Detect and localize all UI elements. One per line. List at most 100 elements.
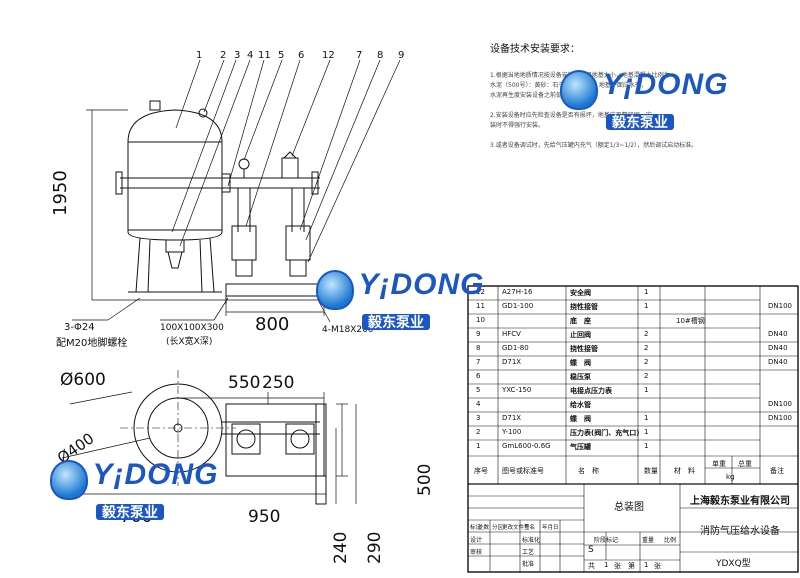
table-cell-qty: 2 (644, 344, 649, 352)
table-row: 2 Y-100 压力表(阀门、充气口) 1 (468, 428, 798, 440)
part-number: 7 (356, 50, 362, 61)
requirement-line: 装时不得强行安装。 (490, 122, 545, 129)
table-cell-no: 1 (476, 442, 481, 450)
table-cell-name: 给水管 (570, 401, 591, 409)
logo-cn: 毅东泵业 (606, 113, 674, 130)
label-check: 审核 (470, 549, 483, 556)
logo-brand: Y¡DONG (602, 68, 729, 101)
part-number: 3 (234, 50, 240, 61)
table-cell-name: 挠性接管 (570, 345, 598, 353)
table-cell-no: 3 (476, 414, 481, 422)
base-frame (225, 283, 325, 297)
logo-icon (560, 69, 598, 110)
plan-view (60, 370, 357, 505)
table-cell-qty: 1 (644, 386, 649, 394)
height-dimension: 1950 (50, 170, 71, 216)
parts-table-header: 序号 图号或标准号 名 称 数量 材 料 单重 总重 kg 备注 (468, 458, 798, 484)
table-cell-qty: 1 (644, 288, 649, 296)
header-unit: kg (726, 473, 735, 481)
label-count: 处数 (478, 525, 490, 531)
table-cell-code: Y-100 (502, 428, 522, 436)
table-row: 5 YXC-150 电接点压力表 1 (468, 386, 798, 398)
label-stage: 阶段标记 (594, 537, 619, 544)
base-width-dimension: 800 (255, 314, 289, 335)
stage-mark: S (588, 545, 594, 555)
table-cell-qty: 1 (644, 442, 649, 450)
label-date: 年月日 (542, 525, 559, 531)
label-sign: 签名 (524, 525, 536, 531)
label-std: 标准化 (522, 537, 541, 544)
table-cell-qty: 2 (644, 372, 649, 380)
elevation-view (92, 100, 336, 304)
dim-500: 500 (415, 464, 435, 496)
table-cell-code: GD1-100 (502, 302, 534, 310)
dim-950: 950 (248, 507, 280, 527)
label-ratio: 比例 (664, 537, 677, 544)
part-leaders (171, 59, 401, 263)
part-number: 6 (298, 50, 304, 61)
logo-icon (50, 459, 88, 500)
table-cell-name: 挠性接管 (570, 303, 598, 311)
sheet-unit-2: 张 (654, 562, 661, 570)
dim-550: 550 (228, 373, 260, 393)
table-cell-no: 2 (476, 428, 481, 436)
pump-right (285, 225, 311, 261)
sheet-total: 1 (604, 561, 609, 569)
table-frame (467, 285, 799, 573)
table-cell-no: 4 (476, 400, 481, 408)
table-cell-note: 10#槽钢 (676, 317, 705, 325)
dim-290: 290 (365, 532, 385, 564)
table-cell-code: A27H-16 (502, 288, 533, 296)
table-cell-qty: 2 (644, 330, 649, 338)
header-total: 总重 (738, 460, 752, 468)
table-cell-code: GD1-80 (502, 344, 529, 352)
table-cell-qty: 1 (644, 302, 649, 310)
table-cell-name: 安全阀 (570, 289, 591, 297)
watermark-logo: Y¡DONG 毅东泵业 (560, 68, 728, 132)
header-no: 序号 (474, 467, 488, 475)
table-cell-name: 电接点压力表 (570, 387, 612, 395)
table-row: 10 底 座 10#槽钢 (468, 316, 798, 328)
watermark-logo: Y¡DONG 毅东泵业 (50, 458, 218, 522)
table-cell-no: 10 (476, 316, 485, 324)
part-number: 11 (258, 50, 271, 61)
table-cell-code: GmL600-0.6G (502, 442, 551, 450)
table-cell-spec: DN100 (768, 400, 792, 408)
table-cell-code: HFCV (502, 330, 521, 338)
table-cell-no: 11 (476, 302, 485, 310)
table-cell-no: 8 (476, 344, 481, 352)
table-cell-name: 底 座 (570, 317, 591, 325)
header-single: 单重 (712, 460, 726, 468)
table-cell-spec: DN100 (768, 414, 792, 422)
table-cell-code: D71X (502, 414, 522, 422)
table-cell-name: 压力表(阀门、充气口) (570, 429, 640, 437)
table-cell-qty: 1 (644, 428, 649, 436)
logo-brand: Y¡DONG (358, 268, 485, 301)
table-cell-name: 蝶 阀 (570, 415, 591, 423)
table-cell-code: D71X (502, 358, 522, 366)
part-number: 2 (220, 50, 226, 61)
label-approve: 批准 (522, 561, 535, 568)
header-material: 材 料 (674, 467, 695, 475)
header-qty: 数量 (644, 467, 658, 475)
sheet-no-label: 第 (628, 562, 635, 570)
bolt-spec-label: 4-M18X200 (322, 325, 374, 335)
logo-cn: 毅东泵业 (362, 313, 430, 330)
company-name: 上海毅东泵业有限公司 (690, 496, 790, 507)
table-cell-no: 5 (476, 386, 481, 394)
product-name: 消防气压给水设备 (700, 526, 780, 537)
part-number: 5 (278, 50, 284, 61)
logo-icon (316, 269, 354, 310)
table-cell-name: 止回阀 (570, 331, 591, 339)
part-number: 12 (322, 50, 335, 61)
table-cell-code: YXC-150 (502, 386, 532, 394)
table-cell-name: 气压罐 (570, 443, 591, 451)
part-number: 9 (398, 50, 404, 61)
table-row: 4 给水管 DN100 (468, 400, 798, 412)
sheet-no: 1 (644, 561, 649, 569)
